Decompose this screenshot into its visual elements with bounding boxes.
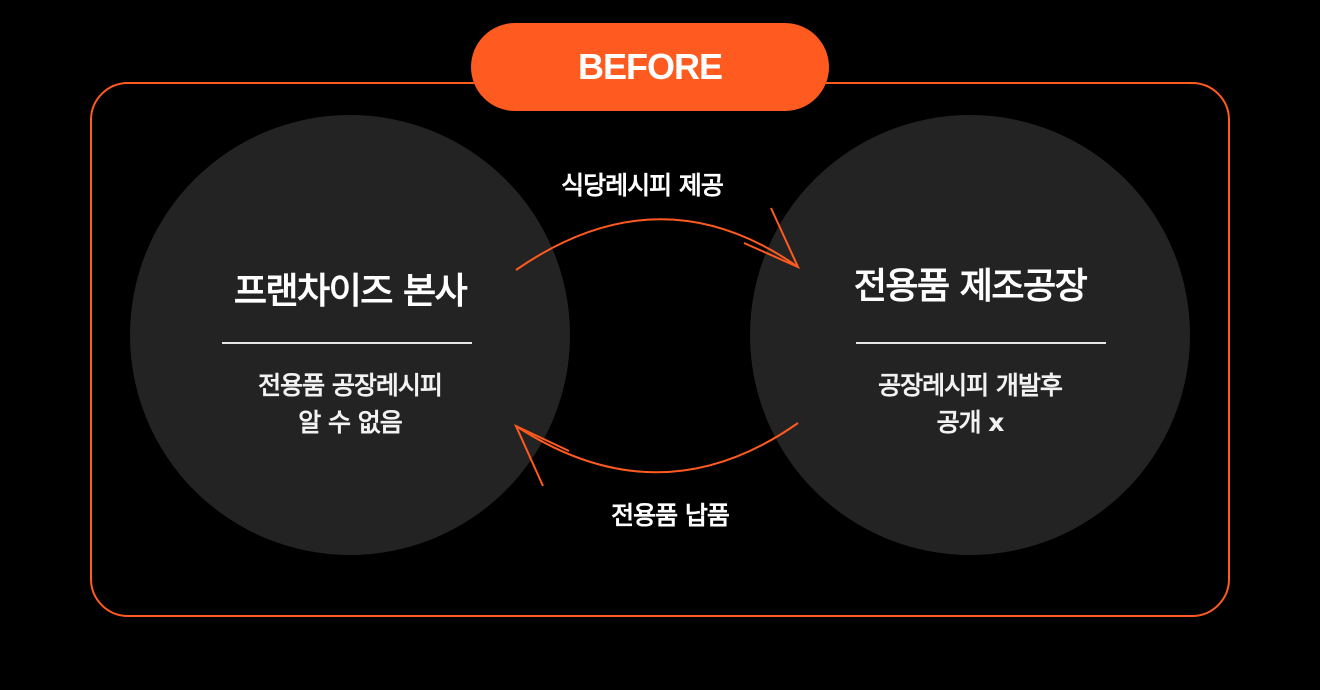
delivery-flow-arrow: [515, 422, 799, 474]
before-badge: BEFORE: [471, 23, 829, 111]
recipe-flow-arrowhead-icon: [743, 207, 801, 269]
factory-desc-line-2: 공개 x: [936, 408, 1005, 437]
factory-divider: [856, 342, 1106, 344]
factory-node: 전용품 제조공장 공장레시피 개발후 공개 x: [750, 115, 1190, 555]
franchise-hq-divider: [222, 342, 472, 344]
delivery-flow-arrowhead-icon: [513, 423, 570, 487]
franchise-hq-description: 전용품 공장레시피 알 수 없음: [130, 367, 570, 441]
recipe-flow-label: 식당레시피 제공: [561, 171, 724, 200]
franchise-hq-node: 프랜차이즈 본사 전용품 공장레시피 알 수 없음: [130, 115, 570, 555]
franchise-hq-desc-line-1: 전용품 공장레시피: [258, 371, 443, 400]
factory-description: 공장레시피 개발후 공개 x: [750, 367, 1190, 441]
factory-desc-line-1: 공장레시피 개발후: [878, 371, 1063, 400]
factory-title: 전용품 제조공장: [853, 266, 1088, 307]
recipe-flow-arrow: [515, 218, 799, 271]
franchise-hq-title: 프랜차이즈 본사: [233, 271, 468, 312]
franchise-hq-desc-line-2: 알 수 없음: [298, 408, 402, 437]
delivery-flow-label: 전용품 납품: [611, 501, 730, 530]
